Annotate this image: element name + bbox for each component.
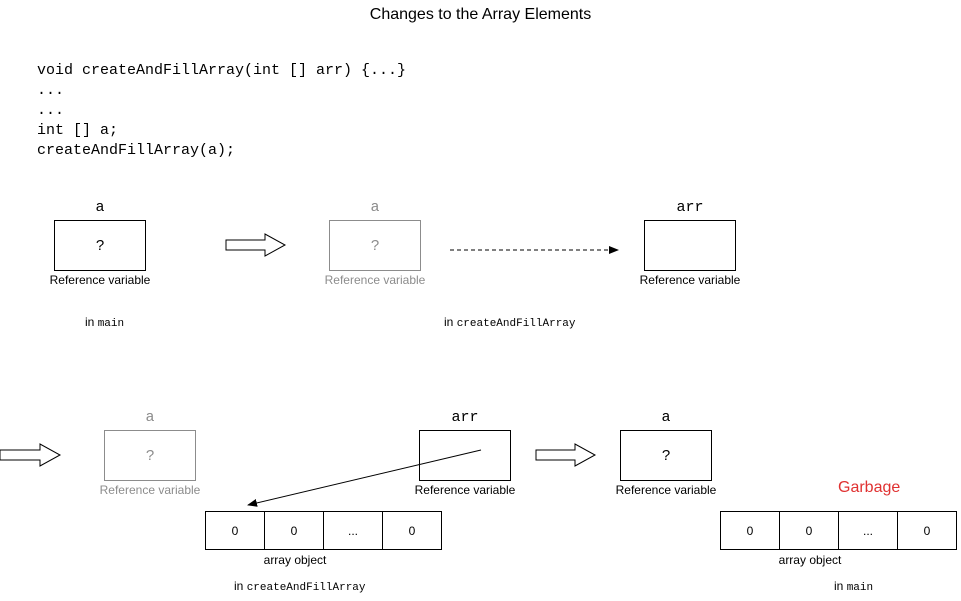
var-arr-box — [644, 220, 736, 271]
var-a-value: ? — [661, 447, 671, 464]
scope-name: main — [846, 582, 874, 594]
scope-label-create-and-fill: in createAndFillArray — [234, 579, 366, 594]
var-a-box: ? — [54, 220, 146, 271]
var-arr-caption: Reference variable — [639, 273, 741, 287]
array-cell: 0 — [264, 511, 324, 550]
code-line: void createAndFillArray(int [] arr) {...… — [37, 62, 407, 79]
array-object-caption: array object — [263, 553, 327, 567]
scope-label-main: in main — [834, 579, 873, 594]
var-a-faded-value: ? — [145, 447, 155, 464]
code-line: ... — [37, 82, 65, 99]
block-arrow-step-2 — [0, 443, 62, 467]
scope-name: main — [97, 318, 125, 330]
array-cell: ... — [323, 511, 383, 550]
garbage-label: Garbage — [838, 479, 901, 496]
scope-label-create-and-fill: in createAndFillArray — [444, 315, 576, 330]
var-a-faded-caption: Reference variable — [99, 483, 201, 497]
scope-name: createAndFillArray — [456, 318, 576, 330]
code-line: ... — [37, 102, 65, 119]
var-a-faded-label: a — [145, 409, 155, 426]
var-arr-box — [419, 430, 511, 481]
code-block: void createAndFillArray(int [] arr) {...… — [37, 61, 406, 161]
var-a-faded-box: ? — [104, 430, 196, 481]
array-object: 0 0 ... 0 — [720, 511, 957, 550]
array-object: 0 0 ... 0 — [205, 511, 442, 550]
array-cell: 0 — [720, 511, 780, 550]
var-a-faded-caption: Reference variable — [324, 273, 426, 287]
scope-prefix: in — [834, 579, 844, 593]
scope-label-main: in main — [85, 315, 124, 330]
var-a-faded-box: ? — [329, 220, 421, 271]
scope-prefix: in — [85, 315, 95, 329]
var-a-caption: Reference variable — [615, 483, 717, 497]
scope-prefix: in — [234, 579, 244, 593]
block-arrow-step-3 — [535, 443, 597, 467]
var-a-value: ? — [95, 237, 105, 254]
var-a-label: a — [95, 199, 105, 216]
array-object-caption: array object — [778, 553, 842, 567]
scope-prefix: in — [444, 315, 454, 329]
var-a-box: ? — [620, 430, 712, 481]
reference-arrow — [247, 449, 482, 507]
var-arr-caption: Reference variable — [414, 483, 516, 497]
code-line: createAndFillArray(a); — [37, 142, 236, 159]
array-cell: ... — [838, 511, 898, 550]
code-line: int [] a; — [37, 122, 119, 139]
diagram-title: Changes to the Array Elements — [369, 6, 592, 23]
array-cell: 0 — [205, 511, 265, 550]
array-cell: 0 — [779, 511, 839, 550]
array-cell: 0 — [382, 511, 442, 550]
var-arr-label: arr — [676, 199, 704, 216]
var-a-faded-value: ? — [370, 237, 380, 254]
block-arrow-step-1 — [225, 233, 287, 257]
var-a-faded-label: a — [370, 199, 380, 216]
var-a-caption: Reference variable — [49, 273, 151, 287]
var-a-label: a — [661, 409, 671, 426]
var-arr-label: arr — [451, 409, 479, 426]
array-cell: 0 — [897, 511, 957, 550]
scope-name: createAndFillArray — [246, 582, 366, 594]
